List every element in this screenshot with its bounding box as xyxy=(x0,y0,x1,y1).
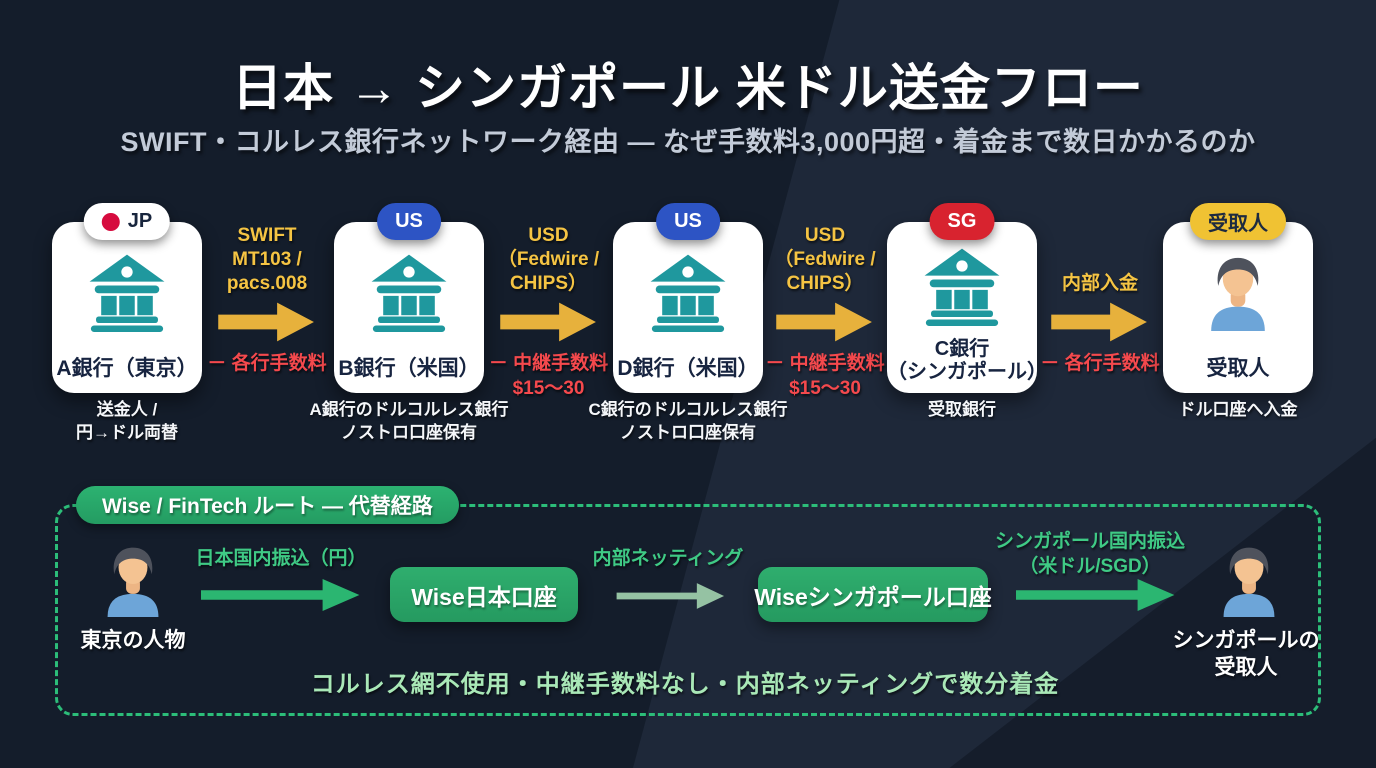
recipient-card: 受取人 xyxy=(1163,222,1313,393)
flow-arrow-icon xyxy=(1051,302,1147,342)
page-subtitle: SWIFT・コルレス銀行ネットワーク経由 ― なぜ手数料3,000円超・着金まで… xyxy=(120,127,1256,157)
flow-step-internal: 内部入金 － 各行手数料 xyxy=(1037,222,1163,377)
receiver-label: シンガポールの 受取人 xyxy=(1172,629,1320,680)
country-badge-jp: JP xyxy=(83,203,171,240)
bank-sublabel: C銀行のドルコルレス銀行 ノストロ口座保有 xyxy=(588,400,788,442)
bank-sublabel: 受取銀行 xyxy=(928,400,996,419)
country-badge-us: US xyxy=(377,203,441,240)
bank-card-d-us: D銀行（米国） xyxy=(613,222,763,393)
transfer-arrow-icon xyxy=(201,579,360,611)
bank-sublabel: A銀行のドルコルレス銀行 ノストロ口座保有 xyxy=(309,400,509,442)
flow-arrow-icon xyxy=(776,302,872,342)
person-icon xyxy=(1211,257,1265,331)
wise-route-badge: Wise / FinTech ルート ― 代替経路 xyxy=(76,486,459,524)
arrow-label: 内部入金 xyxy=(1061,273,1138,295)
sender-person-icon xyxy=(107,547,159,617)
recipient-label: 受取人 xyxy=(1206,356,1270,380)
badge-text: SG xyxy=(947,210,977,232)
flow-arrow-icon xyxy=(218,302,314,342)
flow-step-fedwire-1: USD （Fedwire / CHIPS） － 中継手数料 $15〜30 xyxy=(484,222,613,401)
fee-label: － 各行手数料 xyxy=(207,353,327,374)
flow-step-swift: SWIFT MT103 / pacs.008 － 各行手数料 xyxy=(200,222,334,377)
badge-text: JP xyxy=(127,210,153,232)
page-title: 日本 → シンガポール 米ドル送金フロー xyxy=(232,60,1144,116)
arrow-label: SWIFT MT103 / pacs.008 xyxy=(226,225,308,295)
bank-icon xyxy=(371,254,447,332)
flow-step-fedwire-2: USD （Fedwire / CHIPS） － 中継手数料 $15〜30 xyxy=(763,222,887,401)
arrow-label: USD （Fedwire / CHIPS） xyxy=(774,225,876,295)
bank-sublabel: 送金人 / 円→ドル両替 xyxy=(76,400,178,442)
arrow-label: USD （Fedwire / CHIPS） xyxy=(497,225,600,295)
wise-japan-account-box: Wise日本口座 xyxy=(390,567,578,622)
wise-route-border xyxy=(55,504,1321,716)
country-badge-us: US xyxy=(656,203,720,240)
badge-text: US xyxy=(395,210,423,232)
japan-flag-icon xyxy=(101,212,120,231)
wise-route-footer: コルレス網不使用・中継手数料なし・内部ネッティングで数分着金 xyxy=(310,671,1060,698)
bank-label: C銀行 （シンガポール） xyxy=(887,338,1047,383)
fee-label: － 中継手数料 $15〜30 xyxy=(488,353,609,399)
recipient-sublabel: ドル口座へ入金 xyxy=(1178,400,1298,419)
netting-arrow-icon xyxy=(616,583,725,609)
receiver-person-icon xyxy=(1223,547,1275,617)
flow-arrow-icon xyxy=(499,302,596,342)
fee-label: － 各行手数料 xyxy=(1040,353,1160,374)
bank-card-b-us: B銀行（米国） xyxy=(334,222,484,393)
bank-icon xyxy=(650,254,726,332)
country-badge-sg: SG xyxy=(929,203,995,240)
bank-label: B銀行（米国） xyxy=(338,356,480,380)
bank-card-c-singapore: C銀行 （シンガポール） xyxy=(887,222,1047,393)
badge-text: US xyxy=(674,210,702,232)
fee-label: － 中継手数料 $15〜30 xyxy=(765,353,885,399)
recipient-badge: 受取人 xyxy=(1190,203,1286,240)
bank-icon xyxy=(924,248,1000,326)
transfer-label-netting: 内部ネッティング xyxy=(592,548,744,569)
bank-card-a-tokyo: A銀行（東京） xyxy=(52,222,202,393)
badge-text: 受取人 xyxy=(1208,213,1268,235)
payout-arrow-icon xyxy=(1016,579,1175,611)
bank-label: A銀行（東京） xyxy=(56,356,198,380)
bank-icon xyxy=(89,254,165,332)
transfer-label-jp: 日本国内振込（円） xyxy=(195,548,367,569)
bank-label: D銀行（米国） xyxy=(617,356,759,380)
wise-singapore-account-box: Wiseシンガポール口座 xyxy=(754,567,992,622)
sender-label: 東京の人物 xyxy=(80,629,186,652)
transfer-label-sg: シンガポール国内振込 （米ドル/SGD） xyxy=(994,531,1185,577)
